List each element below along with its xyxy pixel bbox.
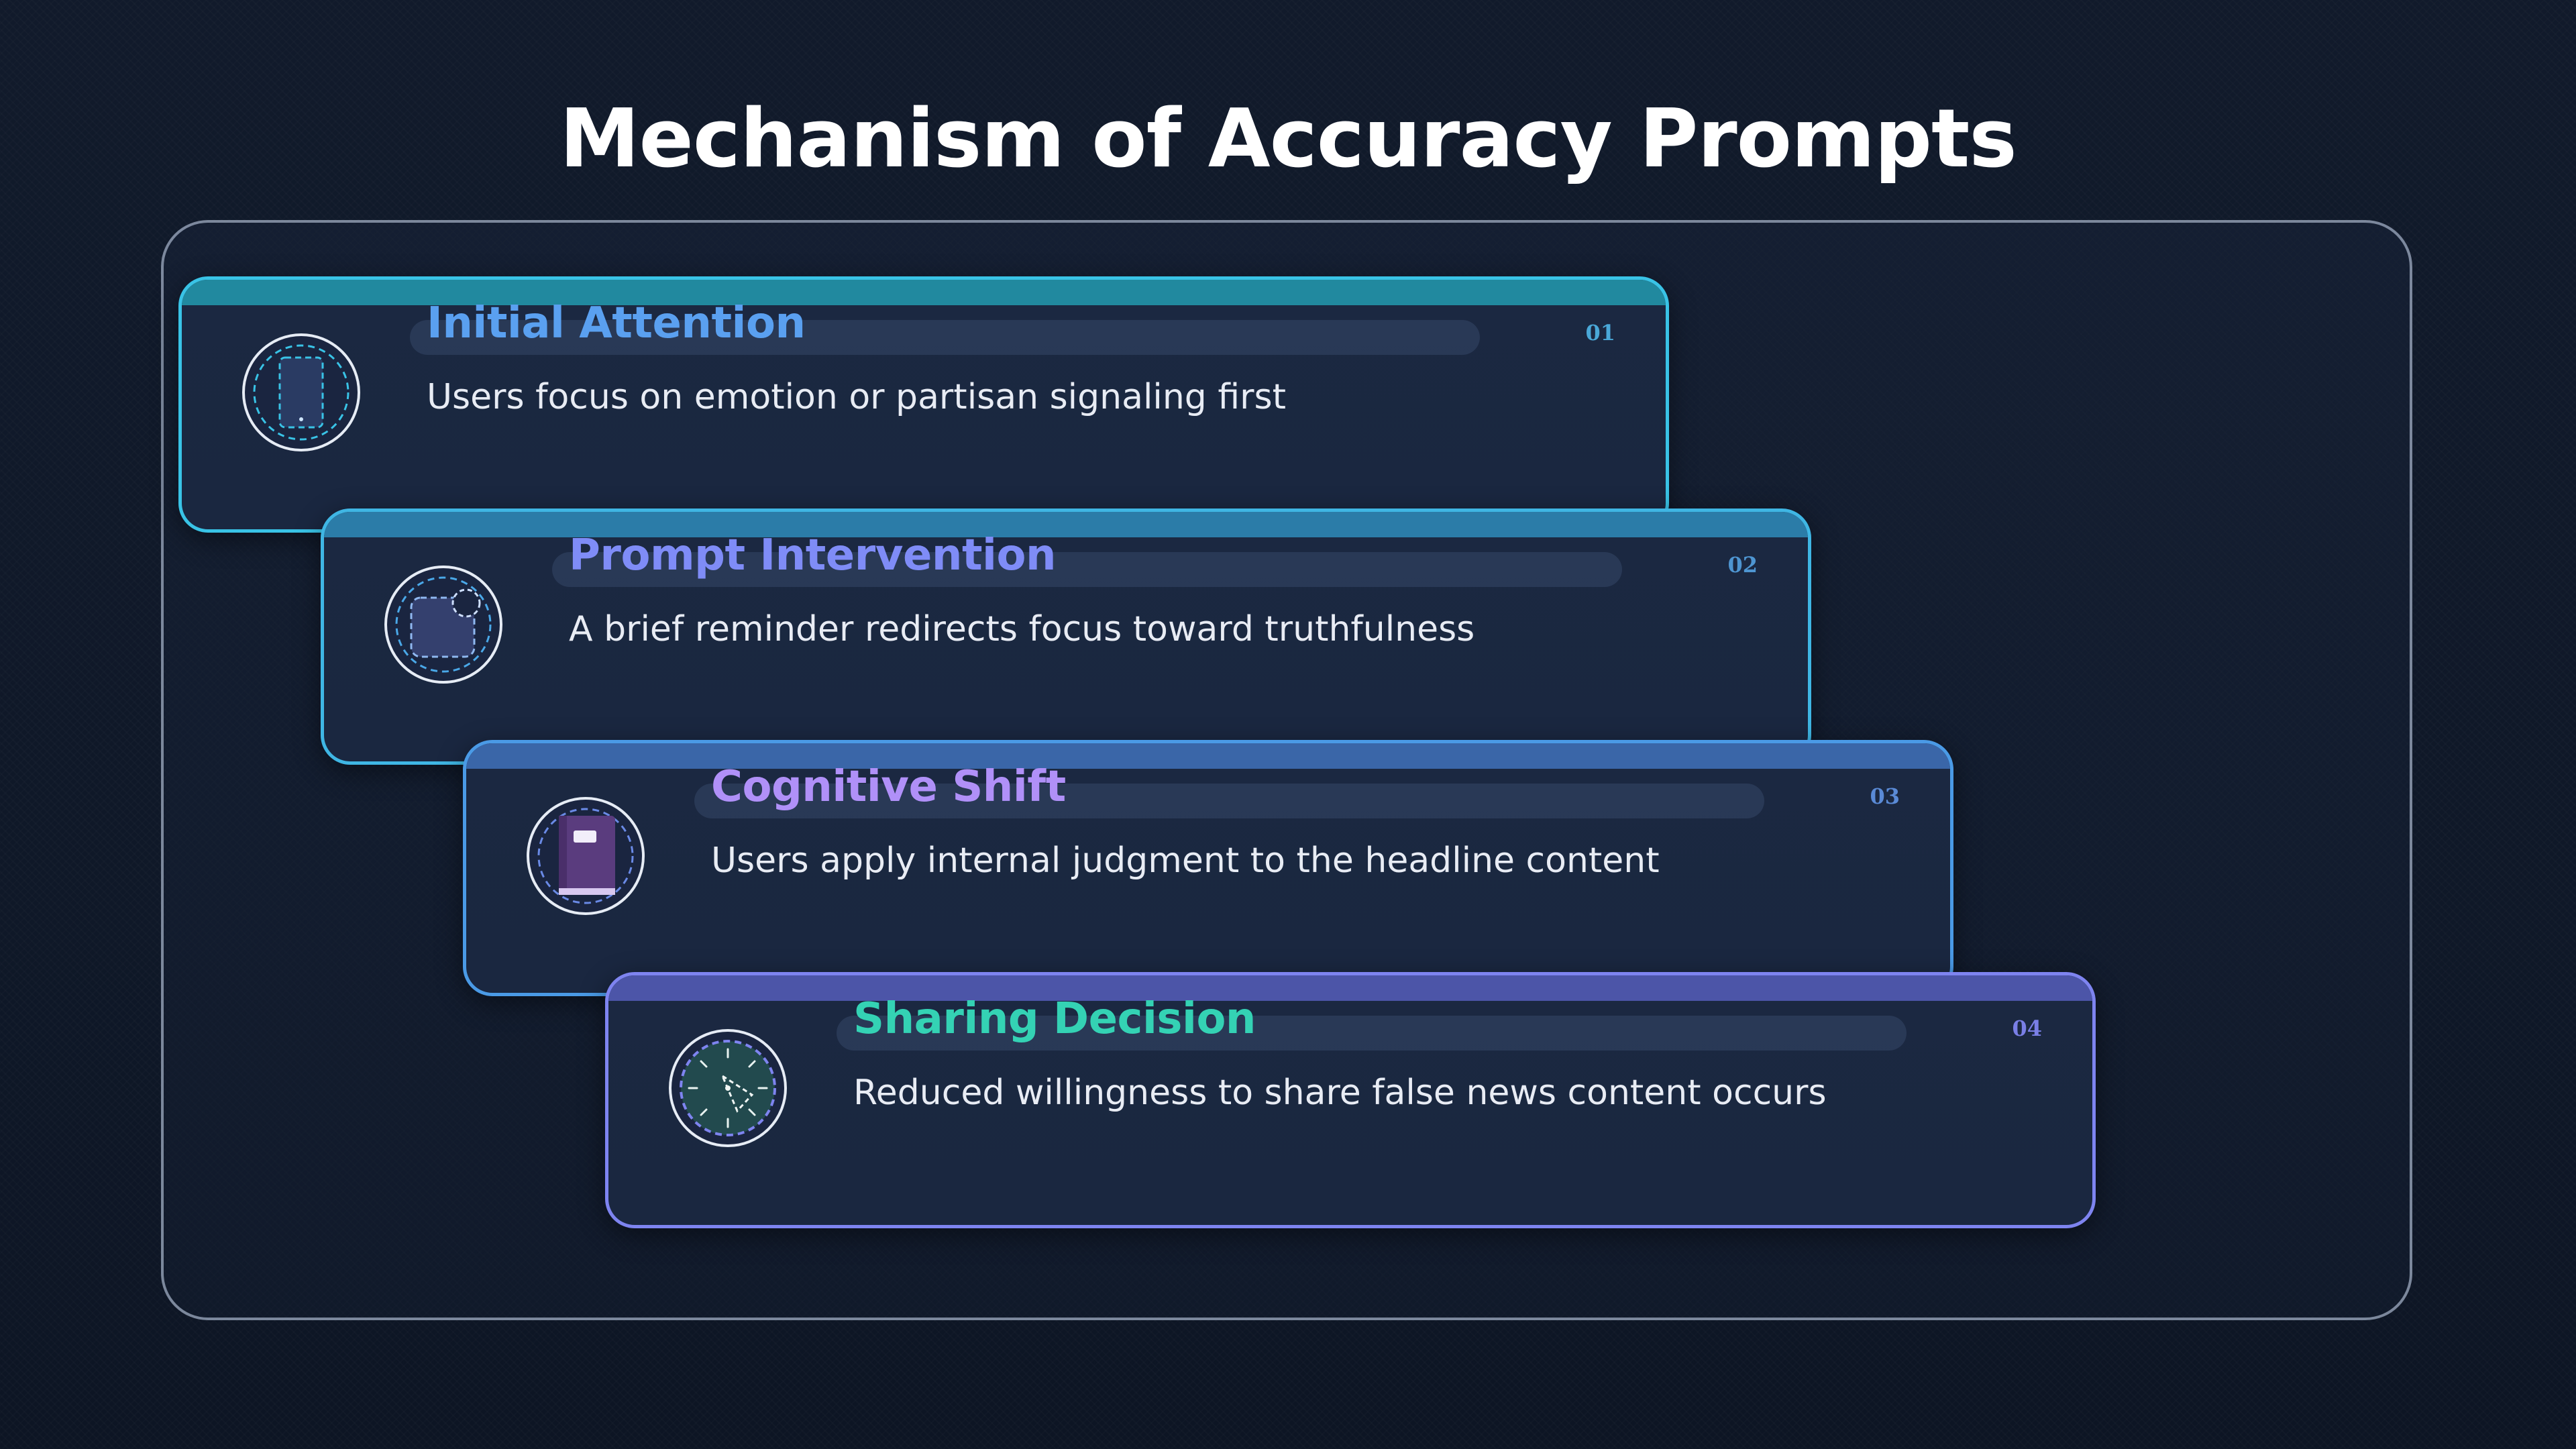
step-number: 01 (1585, 320, 1615, 345)
step-number: 02 (1727, 552, 1758, 578)
step-description: Reduced willingness to share false news … (853, 1073, 1827, 1113)
page-title: Mechanism of Accuracy Prompts (559, 93, 2017, 186)
card-top-bar (182, 280, 1666, 305)
book-icon (525, 796, 646, 916)
heading-highlight (837, 1016, 1907, 1051)
step-description: Users apply internal judgment to the hea… (711, 841, 1660, 881)
step-card-prompt-intervention: Prompt Intervention A brief reminder red… (321, 508, 1811, 765)
compass-icon (667, 1028, 788, 1148)
heading-highlight (410, 320, 1480, 355)
card-top-bar (466, 743, 1950, 769)
step-number: 03 (1870, 784, 1900, 809)
card-top-bar (324, 512, 1808, 537)
step-card-initial-attention: Initial Attention Users focus on emotion… (178, 276, 1669, 533)
chat-bubble-icon (383, 564, 504, 685)
step-description: A brief reminder redirects focus toward … (569, 609, 1475, 649)
step-description: Users focus on emotion or partisan signa… (427, 377, 1286, 417)
step-number: 04 (2012, 1016, 2042, 1041)
step-card-sharing-decision: Sharing Decision Reduced willingness to … (605, 972, 2096, 1228)
step-heading: Sharing Decision (853, 994, 1256, 1044)
tablet-icon (241, 332, 362, 453)
card-top-bar (608, 975, 2092, 1001)
heading-highlight (552, 552, 1622, 587)
step-heading: Cognitive Shift (711, 762, 1066, 812)
step-heading: Initial Attention (427, 299, 806, 348)
heading-highlight (694, 784, 1764, 818)
step-heading: Prompt Intervention (569, 531, 1057, 580)
step-card-cognitive-shift: Cognitive Shift Users apply internal jud… (463, 740, 1953, 996)
